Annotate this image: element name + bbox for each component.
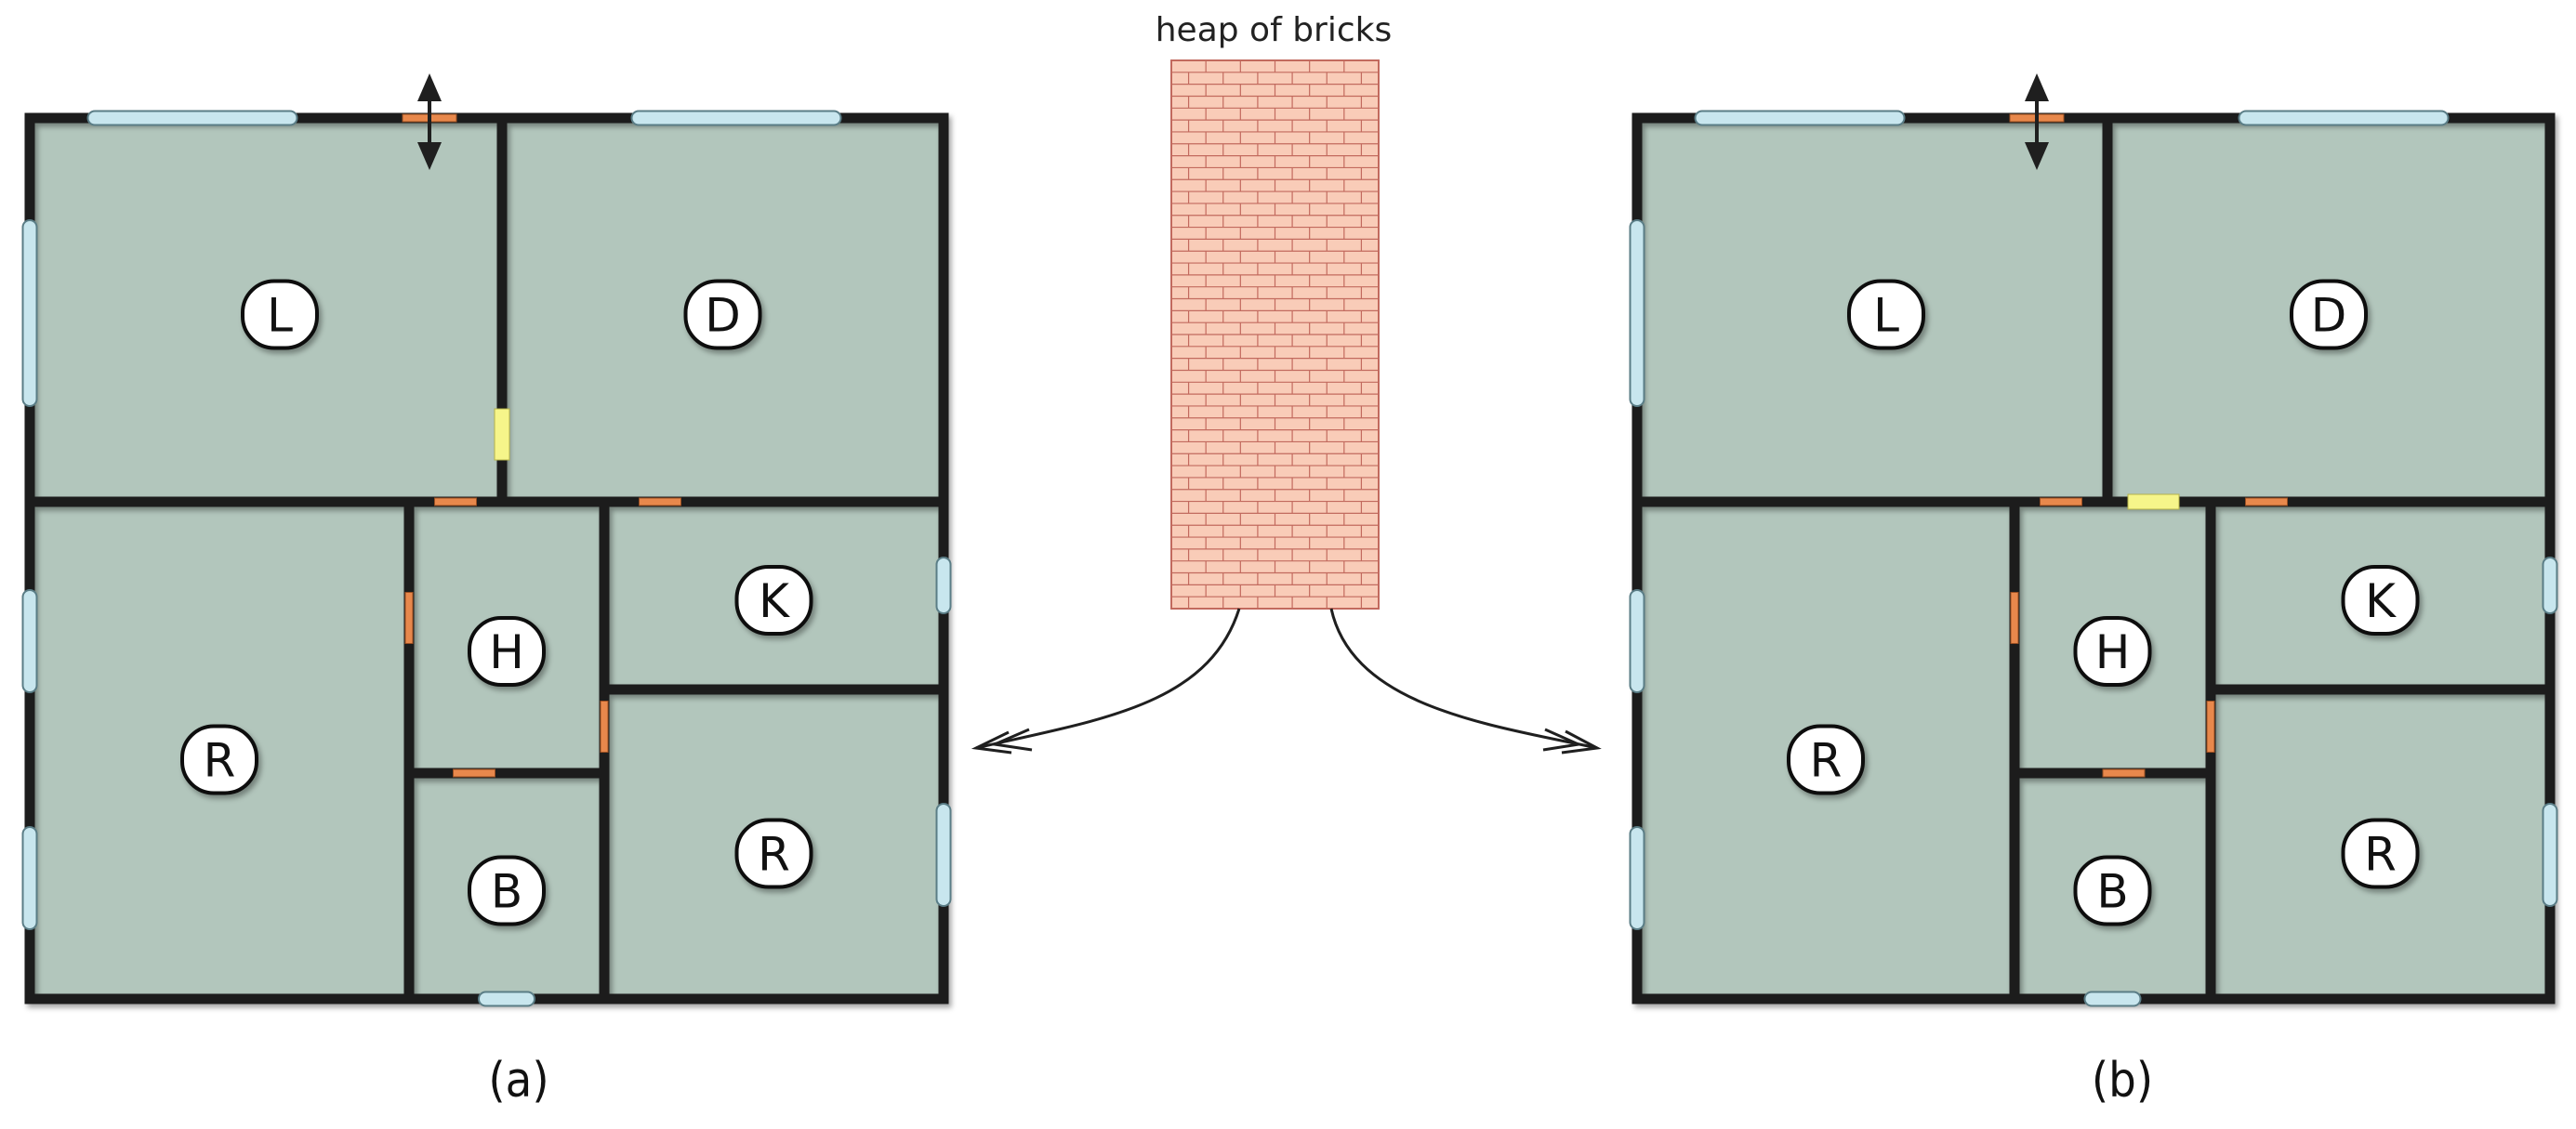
window <box>2542 803 2558 907</box>
room-label-living: L <box>1847 279 1925 350</box>
room-label-room-left: R <box>1787 724 1865 795</box>
moved-opening <box>494 408 510 461</box>
window <box>21 219 38 407</box>
room-label-kitchen: K <box>2341 565 2420 636</box>
door <box>453 768 495 778</box>
door <box>2040 497 2082 506</box>
door <box>2010 592 2019 644</box>
window <box>21 589 38 693</box>
window <box>2238 110 2450 126</box>
window <box>1629 589 1645 693</box>
moved-opening <box>2127 493 2180 510</box>
door <box>434 497 477 506</box>
room-letter: D <box>2311 289 2347 343</box>
door <box>639 497 681 506</box>
window <box>2542 557 2558 614</box>
room-label-room-right: R <box>2341 818 2420 889</box>
room-letter: B <box>491 865 522 919</box>
room-letter: R <box>2364 828 2397 882</box>
door <box>600 701 609 753</box>
arrow-head-a2 <box>989 728 1033 752</box>
window <box>630 110 842 126</box>
room-label-living: L <box>241 279 319 350</box>
arrow-head-b2 <box>1542 728 1584 752</box>
window <box>1694 110 1906 126</box>
room-letter: L <box>1873 289 1899 343</box>
room-letter: L <box>267 289 293 343</box>
floor-plan-a: L D R H K B R <box>21 73 952 1007</box>
door <box>2245 497 2288 506</box>
heap-label: heap of bricks <box>1156 11 1393 49</box>
arrow-head-a1 <box>971 730 1012 755</box>
window <box>1629 826 1645 930</box>
entrance-arrow-icon <box>417 73 442 170</box>
room-letter: R <box>758 828 790 882</box>
window <box>2083 991 2142 1007</box>
room-label-bath: B <box>2073 855 2152 926</box>
window <box>478 991 535 1007</box>
door <box>404 592 414 644</box>
brick-grid <box>1170 59 1380 610</box>
arrow-head-b1 <box>1561 729 1602 755</box>
window <box>935 557 952 614</box>
room-letter: R <box>1810 734 1843 788</box>
door <box>2206 701 2215 753</box>
room-label-hall: H <box>468 616 546 687</box>
room-letter: R <box>204 734 236 788</box>
room-letter: B <box>2096 865 2128 919</box>
entrance-arrow-icon <box>2025 73 2049 170</box>
window <box>935 803 952 907</box>
room-label-dining: D <box>2290 279 2368 350</box>
room-label-room-left: R <box>180 724 258 795</box>
window <box>1629 219 1645 407</box>
heap-of-bricks: heap of bricks <box>1156 11 1393 610</box>
room-letter: H <box>489 625 524 679</box>
room-label-kitchen: K <box>734 565 813 636</box>
distribution-arrows <box>971 608 1602 755</box>
room-label-hall: H <box>2073 616 2152 687</box>
window <box>86 110 298 126</box>
room-letter: K <box>2365 574 2397 628</box>
arrow-to-plan-b <box>1329 608 1598 750</box>
caption-b: (b) <box>2092 1053 2153 1109</box>
room-label-bath: B <box>468 855 546 926</box>
floor-plan-b: L D R H K B R <box>1629 73 2558 1007</box>
window <box>21 826 38 930</box>
room-label-dining: D <box>683 279 762 350</box>
caption-a: (a) <box>488 1053 548 1109</box>
room-letter: D <box>705 289 741 343</box>
door <box>2102 768 2146 778</box>
arrow-to-plan-a <box>975 608 1241 750</box>
room-letter: H <box>2095 625 2131 679</box>
room-letter: K <box>759 574 790 628</box>
room-label-room-right: R <box>734 818 813 889</box>
